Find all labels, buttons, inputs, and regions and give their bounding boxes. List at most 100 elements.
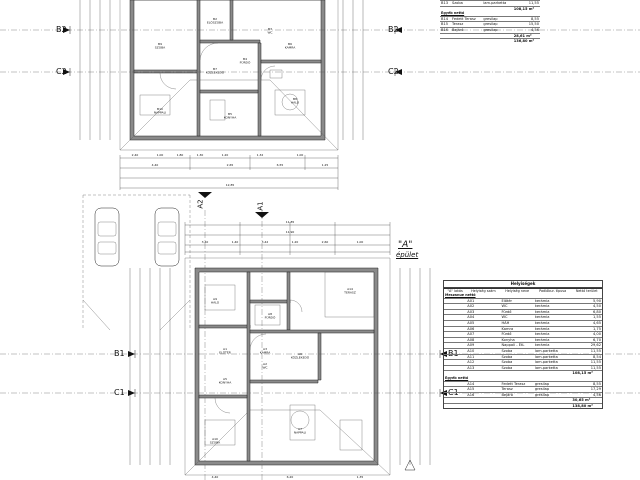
schedule-cell: [444, 331, 467, 338]
schedule-cell: [444, 353, 467, 360]
schedule-cell: Terasz: [500, 386, 534, 393]
schedule-cell: lam.parketta: [533, 353, 572, 360]
schedule-cell: Szoba: [500, 347, 534, 355]
schedule-cell: lam.parketta: [533, 364, 572, 371]
top-table-cell: gresilap: [482, 15, 513, 22]
dimension-label: 11,85: [286, 220, 295, 224]
top-table-cell: Fedett Terasz: [450, 15, 483, 22]
bt-section2: Egyéb nettó: [445, 375, 469, 380]
schedule-cell: Előtér: [500, 297, 534, 304]
schedule-header-cell: Helyiség szám: [466, 288, 501, 293]
schedule-cell: A08: [466, 336, 501, 343]
top-table-cell: Bejáró: [450, 27, 483, 34]
dimension-label: 3,40: [202, 240, 209, 244]
bt-section2-row: Egyéb nettó: [444, 376, 602, 381]
bt-total2: 30,65 m²: [571, 397, 602, 404]
schedule-cell: Fürdő: [500, 331, 534, 338]
schedule-cell: [444, 308, 467, 315]
schedule-cell: kerámia: [533, 331, 572, 338]
bt-section1-row: Meszanue nettó: [444, 293, 602, 298]
dimension-label: 4,40: [212, 475, 219, 479]
schedule-cell: 11,55: [571, 347, 602, 355]
schedule-cell: kerámia: [533, 308, 572, 315]
schedule-cell: kerámia: [533, 314, 572, 321]
schedule-cell: WC: [500, 314, 534, 321]
schedule-cell: 6,70: [571, 336, 602, 343]
bt-total3-row: 138,80 m²: [444, 402, 602, 409]
schedule-title: Helyiségek: [444, 281, 602, 288]
dimension-label: 1,35: [357, 475, 364, 479]
bt-section1: Meszanue nettó: [445, 293, 476, 297]
top-table-cell: Terasz: [450, 21, 483, 28]
dimension-label: 1,00: [157, 153, 164, 157]
top-total1-row: 108,15 m²: [440, 5, 540, 12]
schedule-cell: A07: [466, 331, 501, 338]
schedule-cell: A14: [466, 380, 501, 387]
dimension-label: 1,00: [297, 153, 304, 157]
schedule-cell: Nappali - ÉtL: [500, 342, 534, 349]
top-section2-row: Egyéb nettó: [440, 11, 540, 16]
dimension-label: 2,65: [227, 163, 234, 167]
dimension-label: 11,90: [286, 230, 295, 234]
schedule-cell: lam.parketta: [533, 347, 572, 355]
schedule-cell: A05: [466, 320, 501, 327]
car-left: [94, 207, 120, 267]
schedule-cell: 8,55: [571, 380, 602, 387]
driveway: [82, 194, 191, 331]
schedule-cell: 4,56: [571, 391, 602, 398]
dimension-label: 1,32: [257, 153, 264, 157]
dimension-label: 2,40: [132, 153, 139, 157]
top-table-cell: B16: [440, 27, 451, 34]
schedule-cell: A12: [466, 359, 501, 366]
dimension-label: 6,20: [287, 475, 294, 479]
schedule-cell: A06: [466, 325, 501, 332]
schedule-cell: 11,55: [571, 364, 602, 371]
schedule-cell: [444, 297, 467, 304]
building-subtitle: épület: [396, 251, 419, 259]
schedule-cell: Kamra: [500, 325, 534, 332]
dimension-label: 1,00: [357, 240, 364, 244]
top-total2-row: 28,61 m²: [440, 32, 540, 39]
schedule-header-cell: "A" lakás: [444, 288, 467, 293]
dimension-label: 1,20: [222, 153, 229, 157]
schedule-header-cell: Padlóbur. típusa: [533, 288, 572, 293]
schedule-cell: [444, 386, 467, 393]
schedule-cell: 4,00: [571, 331, 602, 338]
upper-building: [0, 0, 640, 190]
top-table-cell: Szoba: [450, 0, 483, 7]
dimension-label: 12,85: [226, 183, 235, 187]
top-section2: Egyéb nettó: [441, 11, 465, 16]
schedule-header-cell: Nettó terület: [571, 288, 602, 293]
schedule-cell: [444, 303, 467, 310]
schedule-cell: 17,29: [571, 386, 602, 393]
schedule-cell: kerámia: [533, 325, 572, 332]
schedule-cell: kerámia: [533, 336, 572, 343]
schedule-cell: WC: [500, 303, 534, 310]
schedule-cell: A01: [466, 297, 501, 304]
bt-total1: 108,15 m²: [571, 370, 602, 376]
top-table-cell: B15: [440, 21, 451, 28]
schedule-cell: [444, 359, 467, 366]
top-total1: 108,15 m²: [512, 5, 540, 12]
schedule-cell: 8,54: [571, 353, 602, 360]
schedule-cell: Konyha: [500, 336, 534, 343]
schedule-cell: A13: [466, 364, 501, 371]
